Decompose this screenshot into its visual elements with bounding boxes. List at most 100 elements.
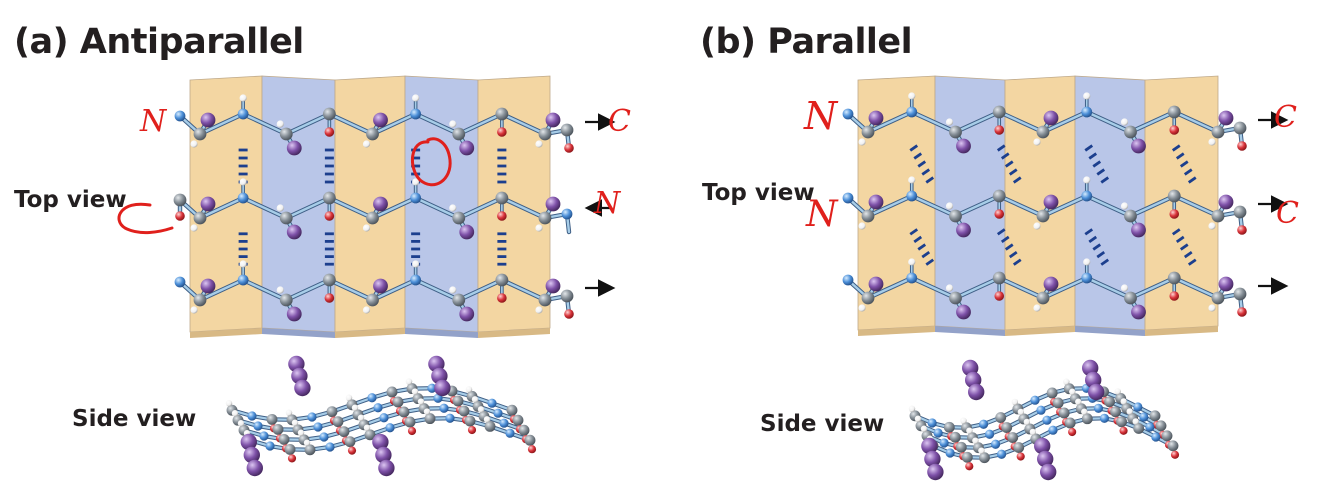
hydrogen-atom (231, 409, 239, 417)
nitrogen-atom (253, 421, 263, 431)
hydrogen-bond-dash (1096, 168, 1106, 176)
hydrogen-atom (1011, 398, 1019, 406)
hydrogen-bond-dash (1100, 258, 1110, 266)
nitrogen-atom (1151, 432, 1161, 442)
hydrogen-atom (1033, 304, 1041, 312)
carbon-atom (366, 211, 379, 225)
side-chain (545, 112, 561, 128)
hydrogen-bond-dash (1088, 235, 1098, 243)
hydrogen-bond-dash (1012, 258, 1022, 266)
oxygen-atom (497, 211, 507, 221)
carbon-atom (322, 191, 336, 205)
hydrogen-bond-dash (1084, 228, 1094, 236)
nitrogen-atom (1036, 405, 1046, 415)
hydrogen-atom (351, 404, 359, 412)
atoms (173, 92, 1247, 481)
bond (954, 276, 1001, 300)
side-chain (921, 437, 938, 455)
nitrogen-atom (1133, 402, 1143, 412)
sheet-edge (1145, 326, 1218, 336)
carbon-atom (1149, 410, 1161, 422)
nitrogen-atom (313, 422, 323, 432)
carbon-atom (992, 189, 1006, 203)
hydrogen-bond-dash (921, 251, 931, 259)
nitrogen-atom (945, 448, 955, 458)
carbon-atom (366, 293, 379, 307)
carbon-atom (272, 423, 284, 435)
oxygen-atom (564, 309, 574, 319)
ink-a-n-middle: N (594, 186, 621, 221)
hydrogen-atom (449, 204, 457, 212)
nitrogen-atom (1139, 412, 1149, 422)
bond (866, 194, 913, 218)
nitrogen-atom (247, 411, 257, 421)
carbon-atom (458, 405, 470, 417)
carbon-atom (338, 426, 350, 438)
carbon-atom (1001, 422, 1013, 433)
carbon-atom (1211, 291, 1225, 305)
hydrogen-atom (1120, 118, 1129, 126)
handwritten-annotations (117, 137, 452, 235)
ink-a-c-top: C (608, 104, 631, 139)
side-chain (1131, 304, 1146, 320)
hydrogen-atom (908, 405, 916, 413)
carbon-atom (861, 125, 875, 139)
oxygen-atom (497, 293, 507, 303)
hydrogen-atom (1132, 418, 1139, 425)
hydrogen-atom (1017, 408, 1025, 416)
side-chain (1218, 194, 1234, 210)
carbon-atom (1211, 209, 1225, 223)
ink-b-c-middle: C (1276, 196, 1299, 231)
nitrogen-atom (237, 192, 249, 204)
ink-b-n-middle: N (806, 194, 838, 235)
carbon-atom (538, 211, 552, 225)
hydrogen-atom (449, 120, 457, 128)
bond (328, 278, 374, 302)
carbon-atom (1110, 406, 1122, 418)
hydrogen-bond-dash (925, 176, 935, 184)
carbon-atom (279, 127, 293, 141)
nitrogen-atom (1093, 403, 1104, 413)
hydrogen-atom (276, 204, 284, 212)
hydrogen-atom (535, 140, 543, 148)
carbon-atom (304, 444, 316, 456)
hydrogen-bond-dash (1171, 228, 1181, 236)
hydrogen-atom (966, 427, 973, 434)
side-chain (1088, 383, 1105, 401)
bond (371, 112, 417, 136)
hydrogen-atom (1126, 408, 1133, 415)
hydrogen-bond-dash (1096, 251, 1106, 259)
strand-direction-arrows (584, 111, 1289, 297)
carbon-atom (495, 191, 509, 205)
hydrogen-bond-dash (1008, 251, 1018, 259)
hydrogen-atom (914, 415, 922, 423)
ink-b-n-top: N (804, 94, 838, 138)
bond (198, 112, 245, 136)
carbon-atom (512, 414, 524, 426)
hydrogen-atom (1120, 398, 1127, 405)
hydrogen-atom (449, 286, 457, 294)
nitrogen-atom (842, 274, 854, 286)
oxygen-atom (497, 127, 507, 137)
nitrogen-atom (1030, 395, 1040, 405)
oxygen-atom (965, 462, 974, 471)
hydrogen-atom (411, 388, 419, 395)
carbon-atom (322, 273, 336, 287)
hydrogen-bond-dash (1175, 152, 1185, 160)
carbon-atom (538, 127, 552, 141)
nitrogen-atom (499, 418, 509, 428)
hydrogen-bond-dash (925, 258, 935, 266)
carbon-atom (518, 424, 530, 436)
hydrogen-atom (237, 419, 245, 427)
side-chain (868, 194, 884, 210)
hydrogen-atom (535, 224, 543, 232)
carbon-atom (398, 406, 410, 418)
sheet-edge (335, 328, 405, 338)
carbon-atom (452, 127, 466, 141)
hydrogen-atom (412, 94, 420, 102)
hydrogen-atom (239, 94, 247, 102)
side-chain (286, 140, 302, 156)
bond (954, 110, 1001, 134)
carbon-atom (278, 433, 290, 445)
side-chain (927, 463, 944, 481)
